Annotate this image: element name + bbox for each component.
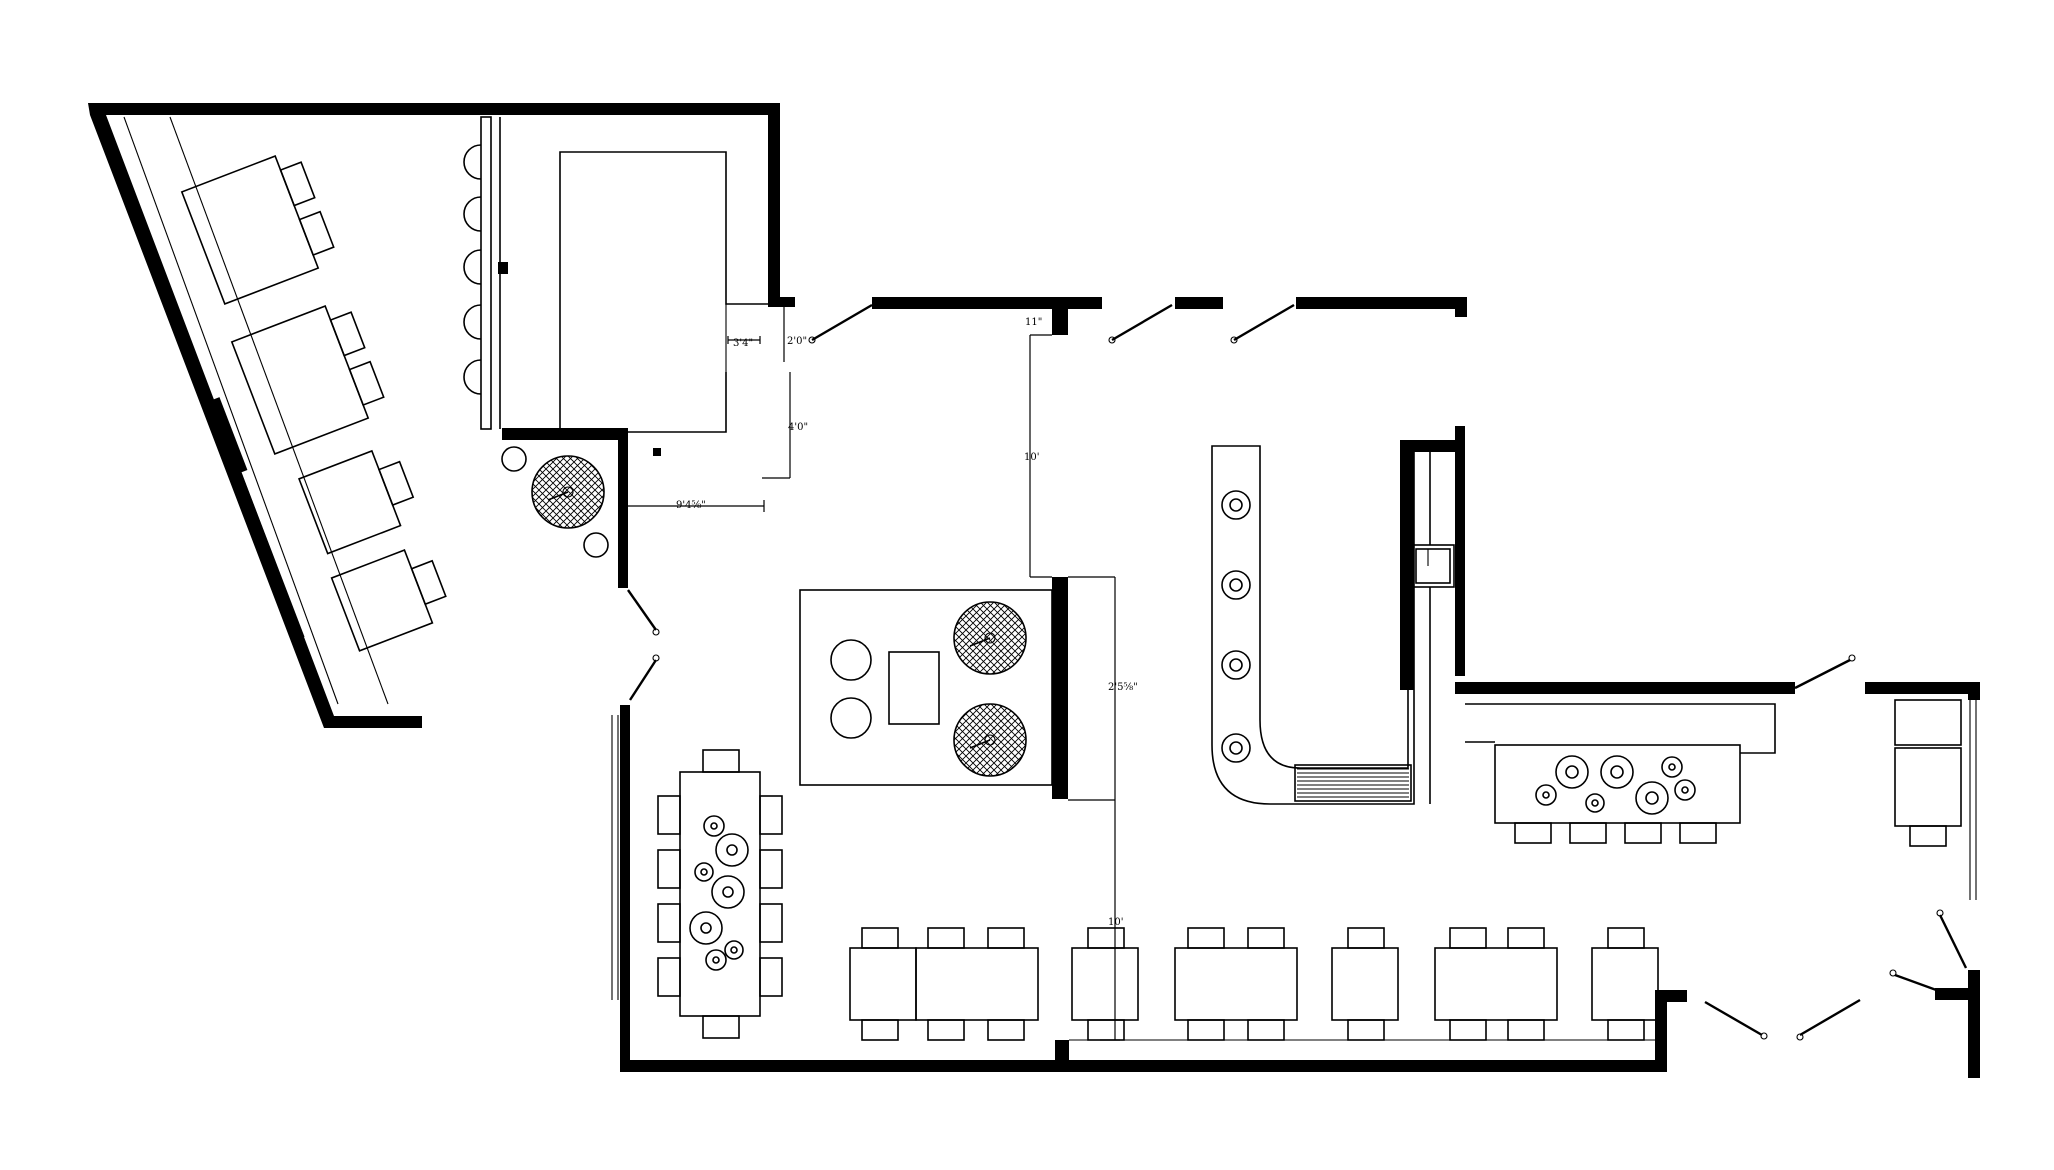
windows xyxy=(149,255,1977,1071)
bottom-dining-tables xyxy=(849,927,1659,1041)
right-counter-table xyxy=(1465,703,1776,844)
dim-label: 10' xyxy=(1024,452,1039,463)
dim-label: 4'0" xyxy=(788,422,808,433)
dimensions-upper: 3'4" 2'0" 4'0" 9'4⅝" 11" 10' 2'5⅝" 10' xyxy=(628,304,1138,1041)
doors xyxy=(627,303,1968,1041)
bar-counter xyxy=(463,116,775,456)
l-shaped-counter xyxy=(1211,445,1455,805)
long-dining-table xyxy=(657,749,783,1039)
corner-booth xyxy=(1894,699,1962,847)
dim-label: 11" xyxy=(1025,317,1042,328)
dim-label: 3'4" xyxy=(733,338,753,349)
dim-label: 9'4⅝" xyxy=(676,500,706,511)
dim-label: 2'5⅝" xyxy=(1108,682,1138,693)
dim-label: 10' xyxy=(1108,917,1123,928)
walls xyxy=(88,103,1980,1078)
booth-tables xyxy=(123,116,447,705)
round-table-near-bar xyxy=(501,446,609,558)
cooking-island xyxy=(799,589,1053,786)
dim-label: 2'0" xyxy=(787,336,807,347)
